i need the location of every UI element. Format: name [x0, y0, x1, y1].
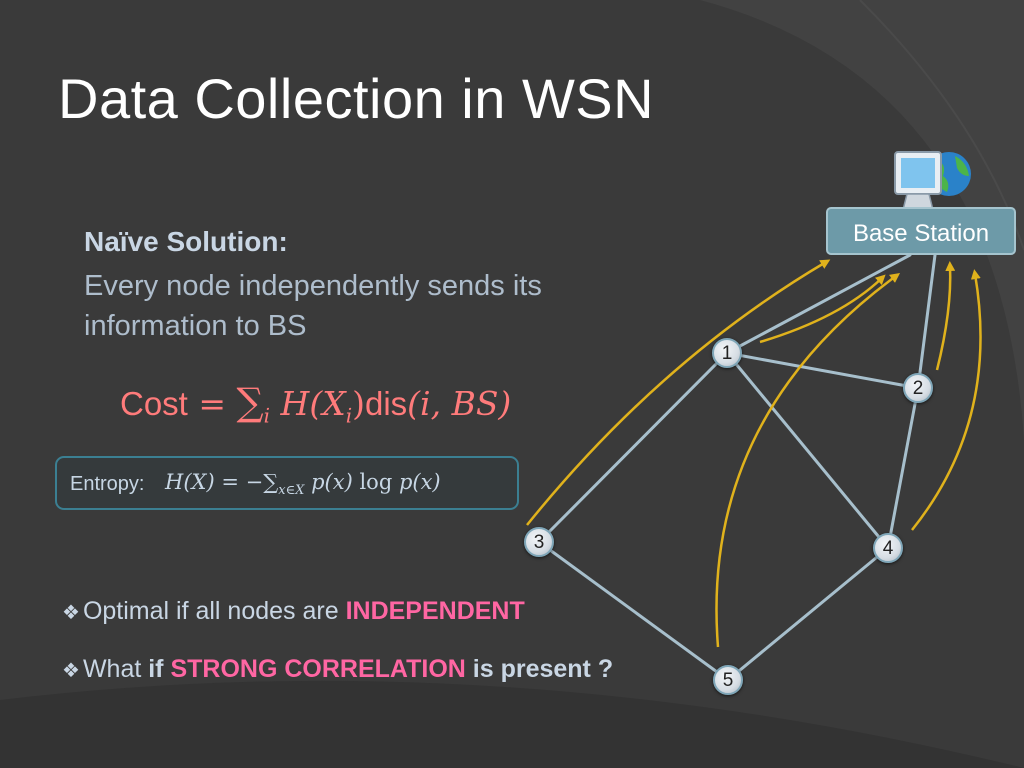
link-3-5: [537, 540, 730, 682]
sensor-node-1: 1: [712, 338, 742, 368]
slide-title: Data Collection in WSN: [58, 67, 655, 130]
cost-dis: dis: [364, 385, 408, 422]
node-label: 3: [533, 532, 545, 553]
node-label: 2: [912, 378, 924, 399]
node-label: 4: [882, 538, 894, 559]
entropy-label: Entropy:: [70, 473, 145, 495]
link-2-4: [886, 386, 920, 550]
bullet-independent-highlight: INDEPENDENT: [345, 597, 525, 625]
cost-sigma: ∑: [236, 380, 264, 424]
bullet-independent: ❖Optimal if all nodes are INDEPENDENT: [62, 597, 525, 626]
sensor-node-2: 2: [903, 373, 933, 403]
bullet-correlation-prefix: What: [82, 655, 149, 683]
cost-entropy-index: i: [345, 403, 353, 428]
entropy-log: log: [359, 470, 393, 494]
entropy-sigma: ∑: [263, 470, 279, 494]
node-label: 5: [722, 670, 734, 691]
cost-dis-args: (i, BS): [407, 384, 512, 423]
entropy-lhs: H(X) = −: [165, 470, 264, 494]
entropy-sum-index: x∈X: [278, 483, 305, 499]
diamond-bullet-icon: ❖: [62, 602, 80, 624]
cost-close-paren: ): [352, 384, 365, 423]
entropy-px: p(x): [304, 470, 360, 494]
link-1-4: [725, 351, 890, 550]
cost-eq: =: [187, 384, 237, 423]
flow-arrow-4: [911, 269, 982, 531]
flow-arrow-3: [526, 259, 831, 526]
bullet-correlation-highlight: STRONG CORRELATION: [170, 655, 466, 683]
diamond-bullet-icon: ❖: [62, 660, 80, 682]
link-1-base: [725, 253, 912, 355]
base-station-label: Base Station: [852, 220, 990, 247]
naive-solution-description: Every node independently sends its infor…: [84, 270, 542, 342]
bullet-correlation-if: if: [148, 655, 171, 683]
naive-solution-heading: Naïve Solution:: [84, 226, 288, 257]
base-station: Base Station: [826, 207, 1016, 255]
link-1-2: [725, 351, 920, 390]
node-label: 1: [721, 343, 733, 364]
bullet-correlation-suffix: is present ?: [465, 655, 614, 683]
cost-entropy-term: H(X: [270, 384, 346, 423]
entropy-formula: H(X) = −∑x∈X p(x) log p(x): [165, 470, 441, 498]
flow-arrow-2: [935, 261, 956, 371]
entropy-box: Entropy: H(X) = −∑x∈X p(x) log p(x): [55, 456, 519, 510]
link-1-3: [537, 351, 729, 544]
cost-sum-index: i: [263, 403, 271, 428]
bullet-independent-text: Optimal if all nodes are: [82, 597, 346, 625]
sensor-node-4: 4: [873, 533, 903, 563]
cost-lhs: Cost: [120, 385, 188, 422]
link-2-base: [916, 253, 937, 390]
flow-arrow-1: [759, 274, 886, 344]
sensor-node-5: 5: [713, 665, 743, 695]
flow-arrow-5: [715, 273, 901, 648]
entropy-px-end: p(x): [392, 470, 441, 494]
sensor-node-3: 3: [524, 527, 554, 557]
link-4-5: [726, 546, 890, 682]
bullet-correlation: ❖What if STRONG CORRELATION is present ?: [62, 655, 613, 684]
cost-formula: Cost = ∑i H(Xi)dis(i, BS): [120, 380, 511, 428]
